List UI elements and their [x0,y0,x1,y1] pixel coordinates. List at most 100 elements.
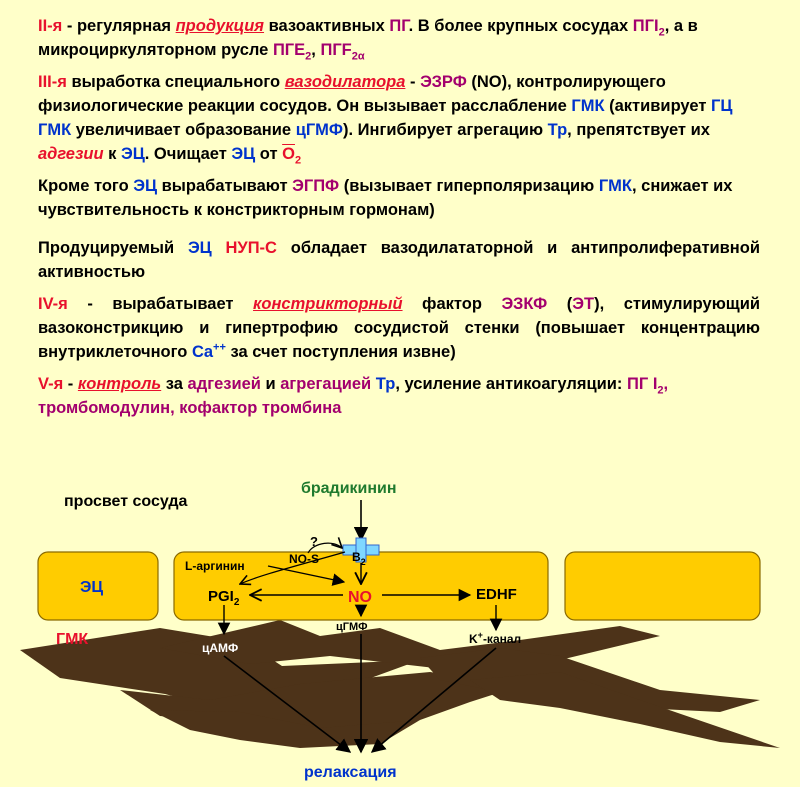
p3-text: вырабатывают [157,177,293,195]
camp-label: цАМФ [202,641,238,655]
p2-gmk: ГМК [571,97,605,115]
arrow-question [307,543,342,554]
p3-text: (вызывает гиперполяризацию [339,177,599,195]
p1-pgf-sub: 2α [351,50,365,63]
p5-text: ( [547,295,573,313]
paragraph-iv: IV-я - вырабатывает констрикторный факто… [38,292,760,364]
p5-text: - вырабатывает [67,295,254,313]
p2-text: ). Ингибирует агрегацию [343,121,548,139]
paragraph-extra: Кроме того ЭЦ вырабатывают ЭГПФ (вызывае… [38,174,760,222]
p4-nup: НУП-С [225,239,277,257]
p2-highlight: вазодилатора [284,73,406,91]
p1-text: , а в микроциркуляторном русле [38,17,698,59]
p5-ca-sup: ++ [213,341,226,354]
p5-text: за счет поступления извне) [225,343,456,361]
endothelial-cell-left [37,551,159,621]
p2-ec: ЭЦ [120,145,145,163]
ec-label: ЭЦ [80,579,103,596]
p2-text: выработка специального [66,73,285,91]
pgi2-label: PGI2 [208,588,240,608]
relaxation-label: релаксация [304,764,397,781]
b2-receptor [342,537,380,563]
p6-aggregation: агрегацией [280,375,372,393]
p6-text: , тромбомодулин, кофактор тромбина [38,375,669,417]
p2-oxygen: O [282,145,295,163]
arrow-camp-relax [223,655,352,753]
p6-adhesion: адгезией [187,375,261,393]
p2-text: . Очищает [144,145,232,163]
smooth-muscle-cell [150,710,420,748]
p6-text: - [63,375,78,393]
p6-text: за [161,375,188,393]
p6-text: и [260,375,281,393]
no-label: NO [348,589,372,606]
p1-text: вазоактивных [264,17,390,35]
p1-pgf: ПГF [320,41,352,59]
p1-pge: ПГЕ [272,41,306,59]
p3-gmk: ГМК [598,177,632,195]
p1-pgi: ПГI [632,17,659,35]
gmk-label: ГМК [56,631,88,648]
smooth-muscle-cell [420,648,760,712]
p2-gc: ГЦ ГМК [38,97,733,139]
p2-text: от [255,145,283,163]
p5-label: IV-я [38,295,68,313]
paragraph-ii: II-я - регулярная продукция вазоактивных… [38,14,760,62]
p1-text: - регулярная [62,17,176,35]
larginine-label: L-аргинин [185,559,245,573]
kchannel-label: K+-канал [469,630,521,646]
p2-cgmp: цГМФ [295,121,344,139]
p2-adhesion: адгезии [38,145,104,163]
p3-ec: ЭЦ [133,177,158,195]
paragraph-v: V-я - контроль за адгезией и агрегацией … [38,372,760,420]
p2-label: III-я [38,73,67,91]
p2-text: к [103,145,121,163]
arrow-receptor-pgi2 [240,551,346,584]
p2-ezrf: ЭЗРФ [420,73,467,91]
b2-label: B2 [352,550,366,567]
p4-text: Продуцируемый [38,239,188,257]
paragraph-nup: Продуцируемый ЭЦ НУП-С обладает вазодила… [38,236,760,284]
p6-pgi: ПГ I [627,375,658,393]
p1-highlight: продукция [175,17,265,35]
smooth-muscle-cell [470,672,780,748]
p1-pg: ПГ [389,17,409,35]
arrow-larginine-no [267,565,346,586]
p2-text: (активирует [604,97,712,115]
p6-highlight: контроль [77,375,162,393]
question-mark: ? [310,534,318,549]
p3-text: Кроме того [38,177,134,195]
p5-highlight: констрикторный [253,295,403,313]
text-area: II-я - регулярная продукция вазоактивных… [38,14,760,428]
p6-text: , усиление антикоагуляции: [395,375,628,393]
p5-ezkf: ЭЗКФ [501,295,548,313]
smooth-muscle-cells [20,620,780,748]
arrow-kchannel-relax [370,647,497,753]
p5-text: ), стимулирующий вазоконстрикцию и гипер… [38,295,761,361]
p3-egpf: ЭГПФ [292,177,340,195]
p4-ec: ЭЦ [187,239,212,257]
p5-ca: Ca [191,343,214,361]
edhf-label: EDHF [476,586,517,603]
p6-label: V-я [38,375,64,393]
p2-text: , препятствует их [567,121,710,139]
p2-oxygen-sub: 2 [294,154,302,167]
bradykinin-label: брадикинин [301,480,397,497]
p3-text: , снижает их чувствительность к констрик… [38,177,733,219]
p1-text: . В более крупных сосудах [408,17,633,35]
p2-text: (NO), контролирующего физиологические ре… [38,73,666,115]
p2-text: увеличивает образование [71,121,296,139]
smooth-muscle-cell [20,628,420,706]
p5-et: ЭТ [572,295,595,313]
p1-pge-sub: 2 [305,50,312,63]
p2-ec: ЭЦ [231,145,256,163]
p6-tr: Тр [375,375,396,393]
p4-text: обладает вазодилататорной и антипролифер… [38,239,760,281]
lumen-label: просвет сосуда [64,493,188,510]
p5-text: фактор [402,295,502,313]
paragraph-iii: III-я выработка специального вазодилатор… [38,70,760,166]
p1-text: , [311,41,321,59]
cgmp-label: цГМФ [336,621,368,633]
